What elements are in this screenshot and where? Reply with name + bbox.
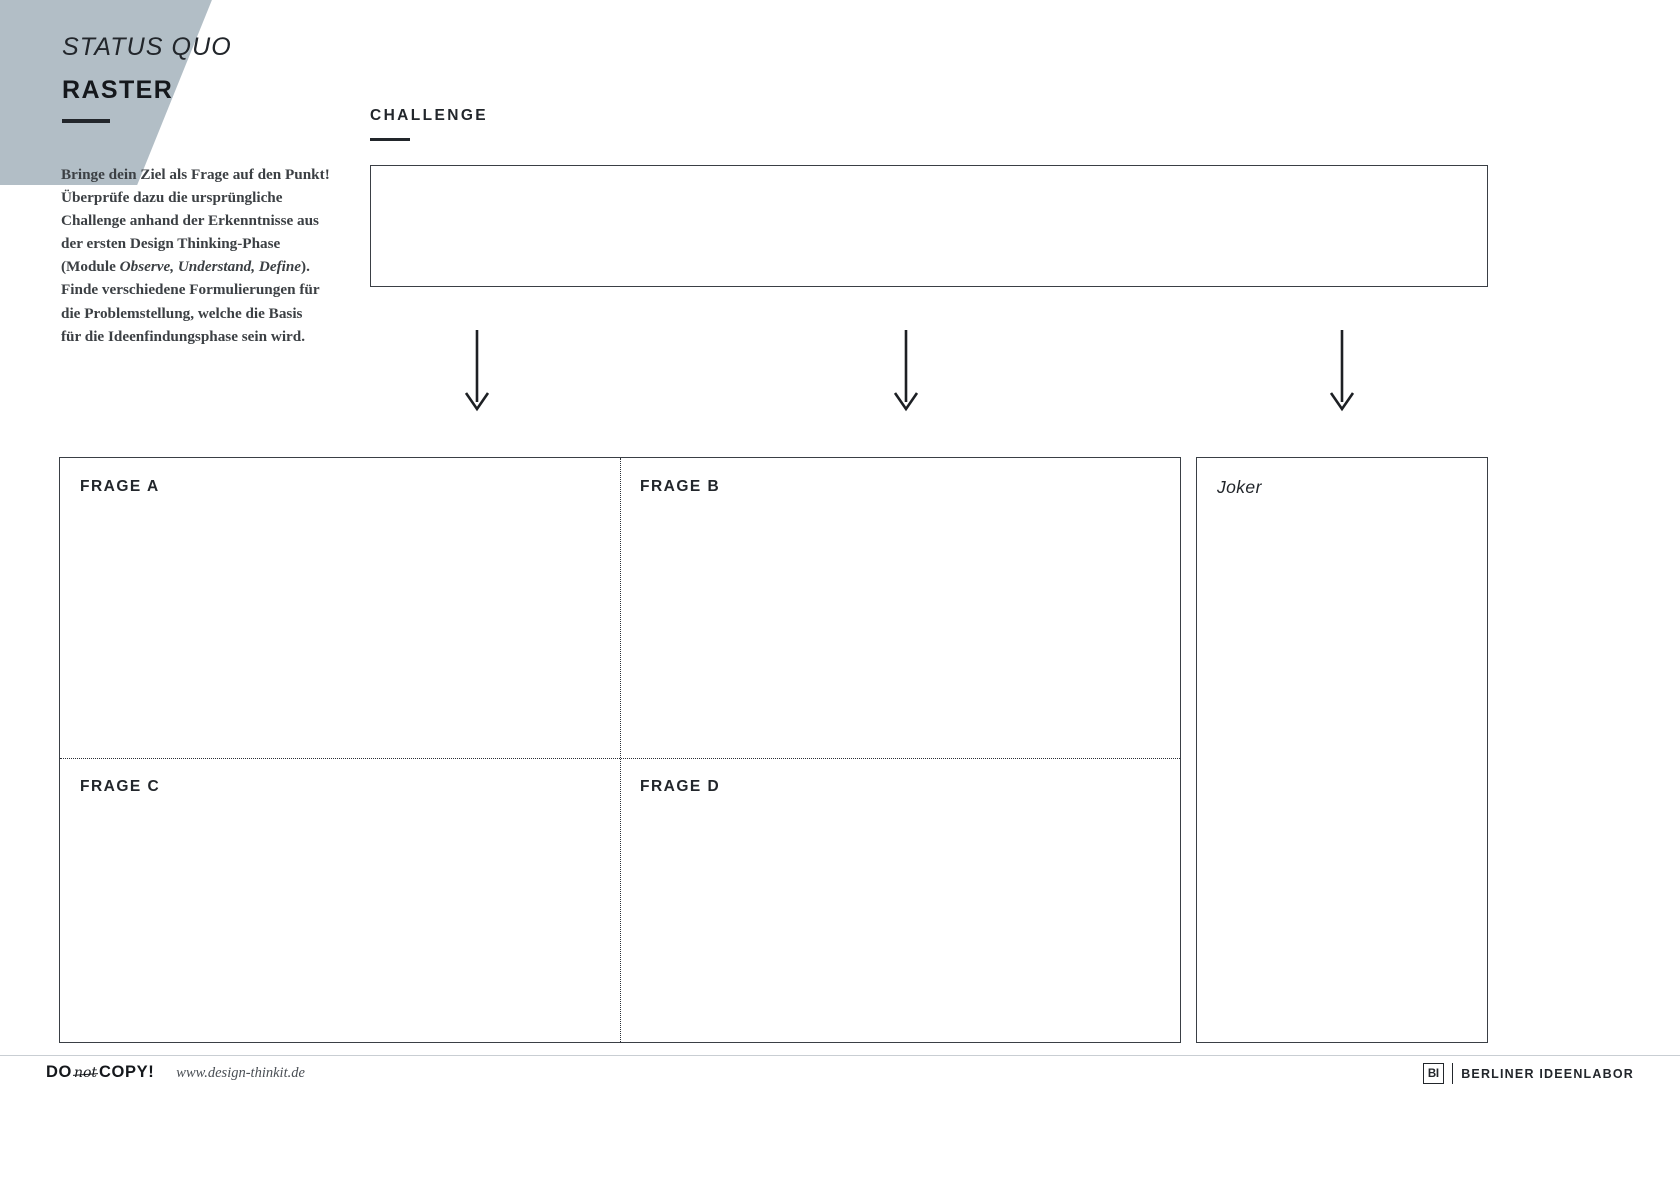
frage-grid: FRAGE A FRAGE B FRAGE C FRAGE D (59, 457, 1181, 1043)
title-underline-rule (62, 119, 110, 123)
page-eyebrow: STATUS QUO (62, 33, 232, 61)
challenge-section-header: CHALLENGE (370, 107, 488, 141)
intro-line-8: für die Ideenfindungsphase sein wird. (61, 327, 306, 345)
copy-word-copy: COPY! (99, 1063, 155, 1081)
challenge-underline-rule (370, 138, 410, 141)
intro-paragraph: Bringe dein Ziel als Frage auf den Punkt… (61, 163, 333, 348)
intro-line-3: Challenge anhand der Erkenntnisse aus (61, 212, 319, 230)
joker-label: Joker (1217, 477, 1262, 497)
intro-line-2: Überprüfe dazu die ursprüngliche (61, 189, 283, 207)
quadrant-frage-c[interactable]: FRAGE C (60, 758, 620, 1042)
grid-vertical-divider (620, 458, 621, 1042)
arrow-to-joker (1327, 330, 1357, 412)
intro-line-6: Finde verschiedene Formulierungen für (61, 281, 320, 299)
copy-word-not: not (73, 1065, 98, 1081)
joker-box[interactable]: Joker (1196, 457, 1488, 1043)
arrow-to-frage-a (462, 330, 492, 412)
quadrant-frage-a[interactable]: FRAGE A (60, 458, 620, 758)
challenge-input-box[interactable] (370, 165, 1488, 287)
intro-line-5-prefix: (Module (61, 258, 120, 276)
quadrant-label-c: FRAGE C (80, 777, 161, 795)
quadrant-label-a: FRAGE A (80, 478, 160, 495)
intro-line-1: Bringe dein Ziel als Frage auf den Punkt… (61, 166, 330, 183)
footer-divider (0, 1055, 1680, 1056)
brand-logo: BI BERLINER IDEENLABOR (1422, 1063, 1634, 1084)
grid-horizontal-divider (60, 757, 1180, 759)
intro-line-4: der ersten Design Thinking-Phase (61, 235, 281, 253)
quadrant-frage-d[interactable]: FRAGE D (620, 758, 1180, 1042)
quadrant-label-d: FRAGE D (640, 777, 721, 795)
logo-separator (1451, 1063, 1454, 1084)
quadrant-label-b: FRAGE B (640, 478, 721, 495)
intro-line-7: die Problemstellung, welche die Basis (61, 304, 303, 322)
intro-line-5-suffix: ). (301, 258, 310, 276)
challenge-label: CHALLENGE (370, 107, 489, 124)
arrow-to-frage-b (891, 330, 921, 412)
quadrant-frage-b[interactable]: FRAGE B (620, 458, 1180, 758)
footer-url[interactable]: www.design-thinkit.de (176, 1065, 305, 1081)
page-title: RASTER (62, 76, 174, 104)
intro-module-names: Observe, Understand, Define (119, 258, 302, 276)
logo-wordmark: BERLINER IDEENLABOR (1461, 1066, 1634, 1081)
logo-monogram: BI (1422, 1063, 1444, 1084)
page-title-block: STATUS QUO RASTER (62, 32, 232, 123)
copy-word-do: DO (46, 1063, 72, 1081)
